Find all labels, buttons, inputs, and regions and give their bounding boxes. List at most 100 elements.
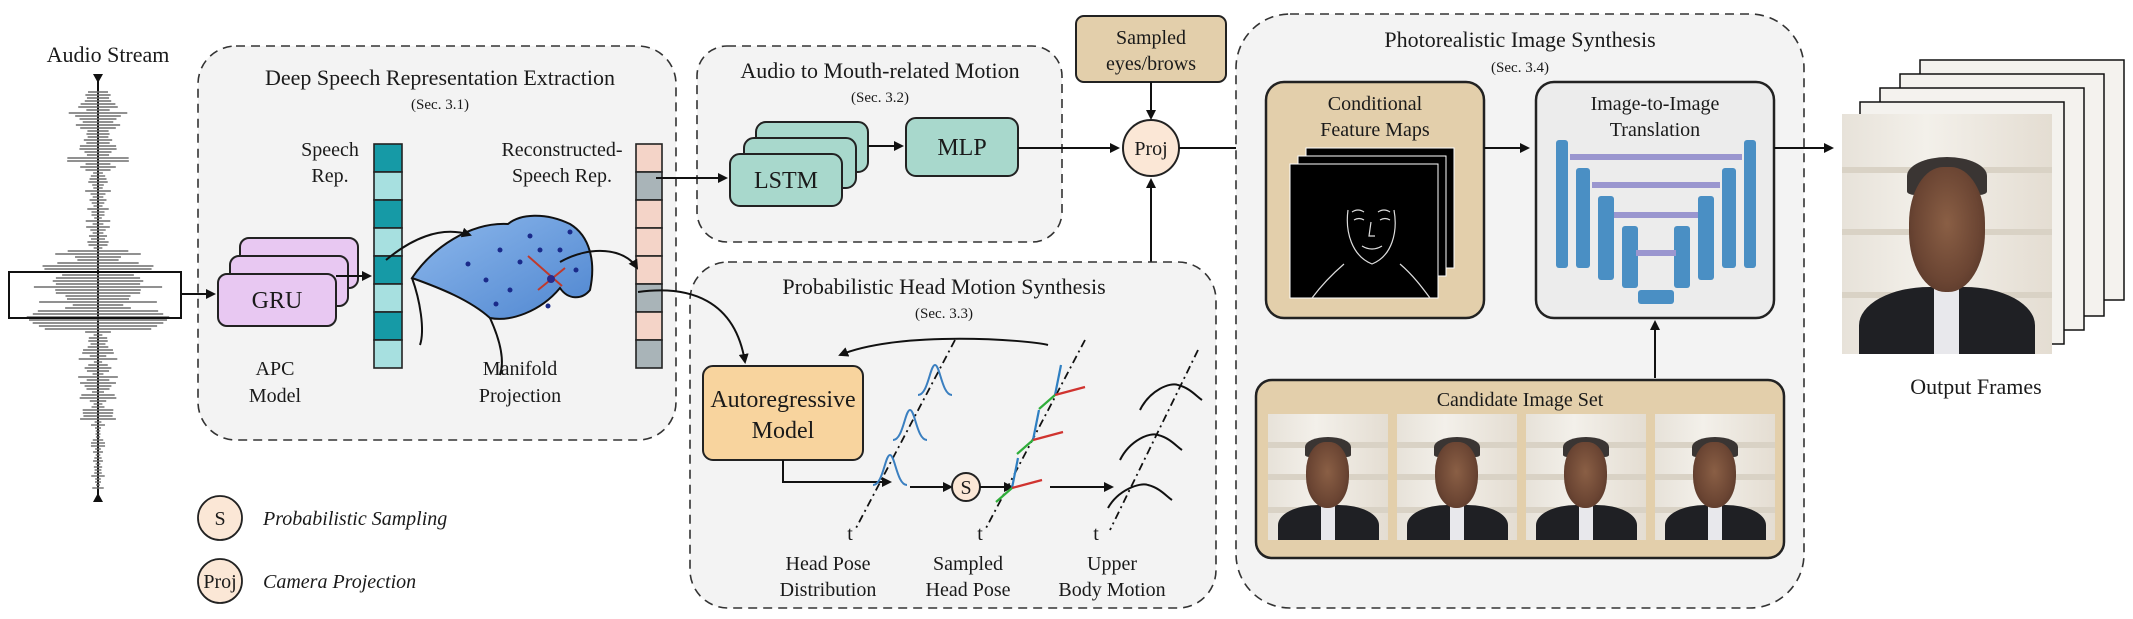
speech-rep-cell xyxy=(373,143,403,173)
face-sketch-icon xyxy=(1311,209,1431,299)
body-label-line1: Upper xyxy=(1087,553,1137,575)
recon-rep-label-line2: Speech Rep. xyxy=(512,165,612,187)
manifold-point xyxy=(545,303,551,309)
pose-axis-side xyxy=(1038,394,1056,410)
arrow-recon-to-autoregressive xyxy=(637,289,749,364)
manifold-surface xyxy=(410,214,594,320)
pose-t-label: t xyxy=(977,523,983,545)
synth-section-title: Photorealistic Image Synthesis xyxy=(1384,27,1655,52)
recon-rep-cell xyxy=(635,143,663,173)
audio-waveform xyxy=(26,91,170,489)
translation-label-line2: Translation xyxy=(1610,119,1700,141)
proj-node-label: Proj xyxy=(1134,138,1167,160)
gru-label: GRU xyxy=(252,288,303,314)
recon-rep-cell xyxy=(635,227,663,257)
head-section-frame xyxy=(689,261,1217,609)
legend-sampling-text: Probabilistic Sampling xyxy=(262,508,447,530)
recon-rep-cell xyxy=(635,199,663,229)
body-t-label: t xyxy=(1093,523,1099,545)
recon-rep-cell xyxy=(635,283,663,313)
speech-rep-label-line1: Speech xyxy=(301,139,359,161)
candidate-image xyxy=(1526,414,1646,540)
legend-sampling-symbol-text: S xyxy=(214,508,225,530)
speech-rep-cell xyxy=(373,171,403,201)
manifold-point xyxy=(497,247,503,253)
manifold-point xyxy=(567,229,573,235)
manifold-point xyxy=(557,247,563,253)
pose-axis-forward xyxy=(1011,478,1043,490)
body-curve-2 xyxy=(1119,433,1183,461)
feature-maps-label-line2: Feature Maps xyxy=(1320,119,1430,141)
body-label-line2: Body Motion xyxy=(1058,579,1165,601)
manifold-point xyxy=(527,233,533,239)
sampled-eyes-line1: Sampled xyxy=(1116,27,1186,49)
recon-rep-cell xyxy=(635,311,663,341)
recon-rep-label-line1: Reconstructed- xyxy=(501,139,622,161)
audio-stream-section: Audio Stream xyxy=(8,42,182,502)
speech-rep-label-line2: Rep. xyxy=(311,165,348,187)
audio-arrow-bottom-icon xyxy=(93,493,103,502)
distribution-curve-1 xyxy=(917,363,953,396)
manifold-point xyxy=(537,247,543,253)
recon-rep-column xyxy=(635,143,663,369)
manifold-points xyxy=(465,229,579,309)
arrow-autoregressive-to-distribution xyxy=(782,460,892,487)
recon-rep-cell xyxy=(635,255,663,285)
pose-label-line2: Head Pose xyxy=(926,579,1011,601)
translation-label-line1: Image-to-Image xyxy=(1591,93,1720,115)
legend-sampling-symbol xyxy=(197,495,243,541)
arrow-manifold-to-recon xyxy=(559,250,639,270)
candidate-set-box xyxy=(1254,378,1786,560)
body-curve-1 xyxy=(1139,383,1203,411)
arrow-feedback-to-autoregressive xyxy=(838,337,1049,357)
mouth-section-title: Audio to Mouth-related Motion xyxy=(740,58,1019,83)
candidate-set-label: Candidate Image Set xyxy=(1437,389,1604,411)
pose-label-line1: Sampled xyxy=(933,553,1003,575)
head-section-ref: (Sec. 3.3) xyxy=(915,306,973,322)
speech-rep-cell xyxy=(373,255,403,285)
legend-projection-symbol-text: Proj xyxy=(203,571,236,593)
speech-section-title: Deep Speech Representation Extraction xyxy=(265,65,615,90)
gru-box xyxy=(217,273,337,327)
sampling-node-label: S xyxy=(960,477,971,499)
feature-maps-label-line1: Conditional xyxy=(1328,93,1423,115)
lstm-label: LSTM xyxy=(754,168,818,194)
distribution-curve-3 xyxy=(872,453,908,486)
candidate-image xyxy=(1397,414,1517,540)
distribution-t-label: t xyxy=(847,523,853,545)
recon-rep-cell xyxy=(635,339,663,369)
lstm-box xyxy=(729,153,843,207)
head-motion-section: Probabilistic Head Motion Synthesis (Sec… xyxy=(637,261,1217,609)
candidate-image xyxy=(1268,414,1388,540)
manifold-point xyxy=(483,277,489,283)
audio-stream-title: Audio Stream xyxy=(47,42,170,67)
synth-section-ref: (Sec. 3.4) xyxy=(1491,60,1549,76)
feature-map-1 xyxy=(1289,163,1439,299)
body-curve-3 xyxy=(1107,483,1173,509)
unet-icon xyxy=(1556,140,1756,304)
pose-axis-side xyxy=(1016,439,1034,455)
manifold-label-line2: Projection xyxy=(479,385,561,407)
pose-axis-up xyxy=(1053,364,1063,396)
manifold-point xyxy=(507,287,513,293)
manifold-point xyxy=(517,259,523,265)
arrow-rep-to-manifold xyxy=(385,227,472,261)
manifold-projection-line-1 xyxy=(527,255,563,287)
mouth-section-ref: (Sec. 3.2) xyxy=(851,90,909,106)
speech-rep-cell xyxy=(373,283,403,313)
distribution-curve-2 xyxy=(892,408,928,441)
output-frames-title: Output Frames xyxy=(1910,374,2041,399)
apc-label-line1: APC xyxy=(256,358,295,380)
autoregressive-label-line1: Autoregressive xyxy=(710,387,855,413)
proj-node-group: Sampled eyes/brows Proj xyxy=(1075,15,1264,330)
mouth-motion-section: Audio to Mouth-related Motion (Sec. 3.2)… xyxy=(656,45,1120,243)
manifold-point xyxy=(573,267,579,273)
speech-rep-cell xyxy=(373,199,403,229)
legend-projection-text: Camera Projection xyxy=(263,571,416,593)
pose-axis-forward xyxy=(1032,430,1064,442)
pose-axes-group xyxy=(995,364,1086,503)
manifold-label-line1: Manifold xyxy=(483,358,557,380)
pose-axis-side xyxy=(995,487,1013,503)
recon-rep-cell xyxy=(635,171,663,201)
